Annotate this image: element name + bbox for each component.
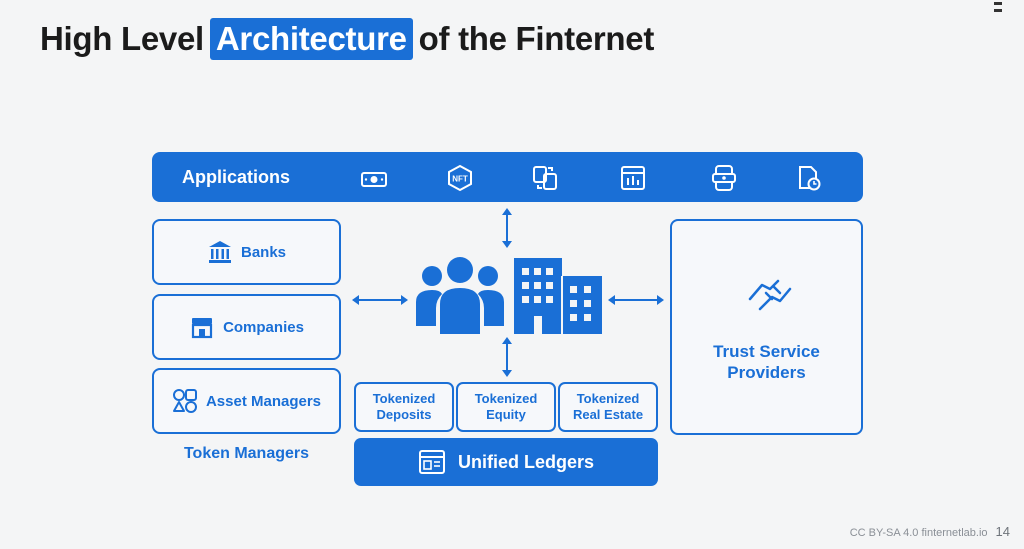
title-suffix: of the Finternet: [418, 20, 655, 57]
companies-box: Companies: [152, 294, 341, 360]
banks-box: Banks: [152, 219, 341, 285]
tokenized-real-estate-label: Tokenized Real Estate: [572, 391, 644, 422]
tokenized-deposits-box: Tokenized Deposits: [354, 382, 454, 432]
ledger-window-icon: [418, 450, 445, 474]
banks-label: Banks: [240, 243, 287, 261]
companies-label: Companies: [223, 318, 304, 336]
center-tokenized-arrow: [502, 337, 512, 377]
handshake-icon: [748, 279, 792, 311]
title-highlight: Architecture: [209, 18, 413, 60]
title-prefix: High Level: [40, 20, 204, 57]
cash-icon: [361, 172, 387, 187]
trust-service-providers-label: Trust Service Providers: [713, 342, 820, 382]
buildings-icon: [514, 258, 602, 334]
applications-label: Applications: [182, 166, 291, 187]
footer: CC BY-SA 4.0 finternetlab.io 14: [850, 524, 1010, 539]
store-icon: [191, 318, 213, 339]
managers-center-arrow: [352, 295, 408, 305]
nft-icon: NFT: [448, 164, 472, 192]
document-clock-icon: [799, 166, 821, 191]
center-trust-arrow: [608, 295, 664, 305]
mobile-payment-icon: [712, 165, 736, 191]
dashboard-icon: [621, 166, 645, 190]
tokenized-equity-box: Tokenized Equity: [456, 382, 556, 432]
trust-service-providers-box: Trust Service Providers: [670, 219, 863, 435]
unified-ledgers-bar: Unified Ledgers: [354, 438, 658, 486]
tokenized-deposits-label: Tokenized Deposits: [372, 391, 436, 422]
slide-title: High Level Architecture of the Finternet: [40, 18, 654, 60]
asset-managers-label: Asset Managers: [205, 392, 322, 410]
page-number: 14: [995, 524, 1010, 539]
tokenized-real-estate-box: Tokenized Real Estate: [558, 382, 658, 432]
unified-ledgers-label: Unified Ledgers: [457, 451, 595, 472]
nft-text: NFT: [452, 175, 468, 184]
transfer-icon: [533, 166, 557, 190]
tokenized-equity-label: Tokenized Equity: [474, 391, 538, 422]
apps-center-arrow: [502, 208, 512, 248]
token-managers-label: Token Managers: [183, 445, 310, 462]
corner-menu-icon: [994, 2, 1004, 18]
center-graphic: [416, 257, 602, 334]
applications-bar: Applications: [152, 152, 863, 202]
license-text: CC BY-SA 4.0 finternetlab.io: [849, 527, 988, 539]
shapes-icon: [172, 389, 197, 413]
asset-managers-box: Asset Managers: [152, 368, 341, 434]
bank-icon: [208, 241, 231, 263]
users-group-icon: [416, 257, 504, 334]
